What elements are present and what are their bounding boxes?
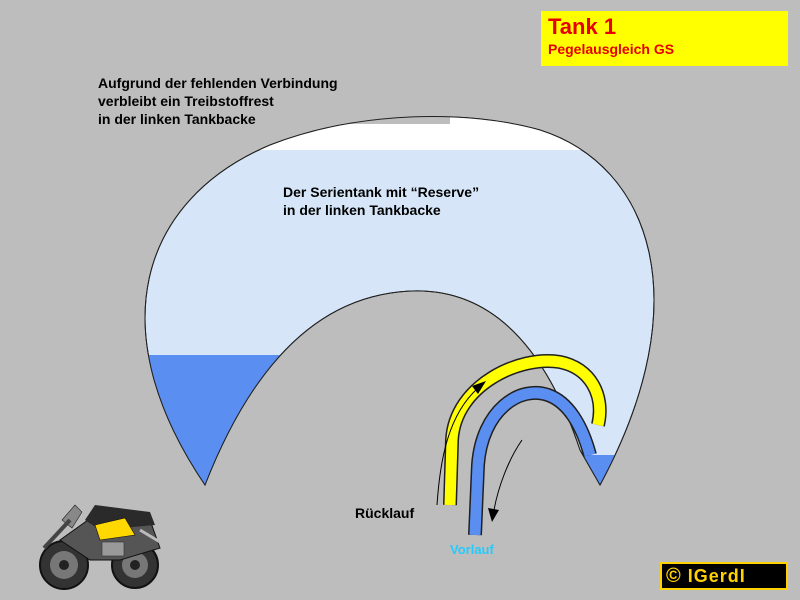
return-pipe xyxy=(443,354,607,506)
note-left-line: verbleibt ein Treibstoffrest xyxy=(98,93,274,109)
flow-label: Vorlauf xyxy=(450,542,494,557)
return-label: Rücklauf xyxy=(355,505,415,521)
note-left-line: in der linken Tankbacke xyxy=(98,111,256,127)
fuel-right xyxy=(560,455,640,486)
note-center-line: Der Serientank mit “Reserve” xyxy=(283,184,480,200)
note-center: Der Serientank mit “Reserve” in der link… xyxy=(283,183,479,219)
motorcycle-illustration xyxy=(39,504,161,590)
fuel-remnant-left xyxy=(145,355,400,486)
title-box: Tank 1 Pegelausgleich GS xyxy=(541,11,788,66)
note-center-line: in der linken Tankbacke xyxy=(283,202,441,218)
copyright-icon: © xyxy=(666,564,682,587)
subtitle: Pegelausgleich GS xyxy=(548,41,675,57)
tank-gap xyxy=(280,112,450,124)
copyright-badge: © IGerdI xyxy=(660,562,788,590)
flow-arrow-icon xyxy=(488,439,523,522)
note-left: Aufgrund der fehlenden Verbindung verble… xyxy=(98,74,338,128)
note-left-line: Aufgrund der fehlenden Verbindung xyxy=(98,75,338,91)
title: Tank 1 xyxy=(548,14,617,39)
copyright-name: IGerdI xyxy=(687,565,746,586)
flow-pipe xyxy=(468,385,597,536)
return-arrow-icon xyxy=(436,381,486,506)
